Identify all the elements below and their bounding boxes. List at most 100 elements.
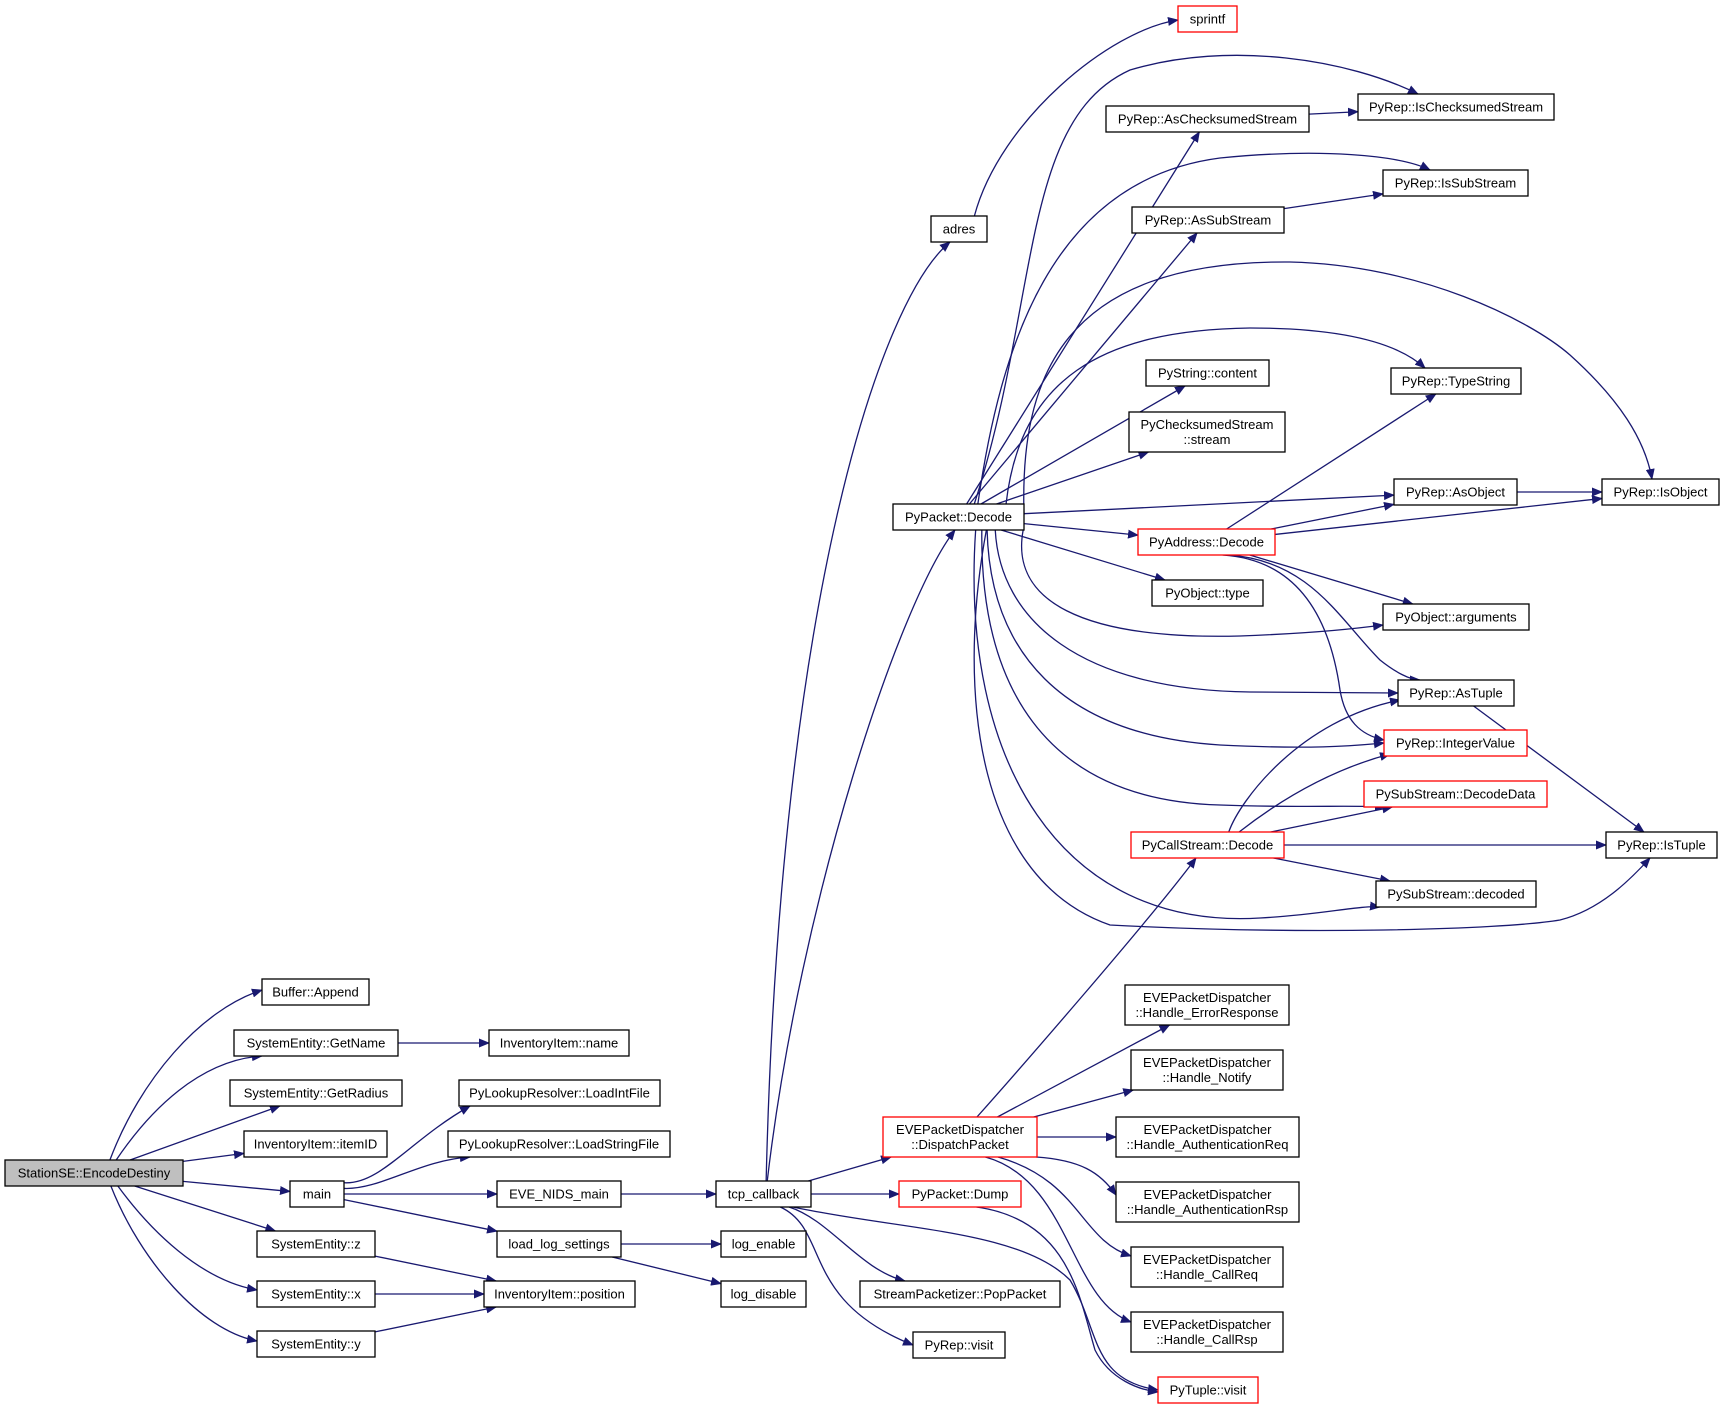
node-box xyxy=(1115,1181,1300,1223)
node-pypacket-dump[interactable]: PyPacket::Dump xyxy=(898,1180,1022,1208)
edge-encode_destiny-to-sysent_z xyxy=(134,1185,277,1233)
node-eve-nids-main[interactable]: EVE_NIDS_main xyxy=(496,1180,622,1208)
edge-adres-to-sprintf xyxy=(973,17,1179,217)
node-handle-authreq[interactable]: EVEPacketDispatcher::Handle_Authenticati… xyxy=(1115,1116,1300,1158)
edge-pypacket_decode-to-substream_decoded xyxy=(973,529,1381,920)
node-label: EVEPacketDispatcher xyxy=(1143,1317,1272,1332)
node-handle-authrsp[interactable]: EVEPacketDispatcher::Handle_Authenticati… xyxy=(1115,1181,1300,1223)
node-handle-callrsp[interactable]: EVEPacketDispatcher::Handle_CallRsp xyxy=(1130,1311,1284,1353)
node-pytuple-visit[interactable]: PyTuple::visit xyxy=(1157,1376,1259,1404)
node-invitem-itemid[interactable]: InventoryItem::itemID xyxy=(243,1130,388,1158)
node-log-enable[interactable]: log_enable xyxy=(720,1230,807,1258)
edge-dispatch_packet-to-handle_authrsp xyxy=(1036,1156,1117,1196)
node-pypacket-decode[interactable]: PyPacket::Decode xyxy=(892,503,1025,531)
node-as-checksumed-stream[interactable]: PyRep::AsChecksumedStream xyxy=(1105,105,1310,133)
node-lookup-loadintfile[interactable]: PyLookupResolver::LoadIntFile xyxy=(458,1079,661,1107)
node-box xyxy=(892,503,1025,531)
edge-pypacket_decode-to-checksumed_stream xyxy=(996,450,1150,505)
node-is-tuple[interactable]: PyRep::IsTuple xyxy=(1605,831,1718,859)
edge-encode_destiny-to-buffer_append xyxy=(109,988,263,1161)
node-tcp-callback[interactable]: tcp_callback xyxy=(715,1180,812,1208)
edge-tcp_callback-to-pytuple_visit xyxy=(792,1206,1159,1393)
node-label: PyLookupResolver::LoadIntFile xyxy=(469,1086,650,1101)
node-box xyxy=(261,978,370,1006)
edge-pypacket_decode-to-as_tuple xyxy=(994,529,1399,698)
node-pyrep-visit[interactable]: PyRep::visit xyxy=(912,1331,1006,1359)
node-checksumed-stream[interactable]: PyChecksumedStream::stream xyxy=(1128,411,1286,453)
node-label: SystemEntity::y xyxy=(271,1337,361,1352)
node-label: load_log_settings xyxy=(508,1237,610,1252)
node-label: PyCallStream::Decode xyxy=(1142,838,1274,853)
node-label: main xyxy=(303,1187,331,1202)
edge-pypacket_decode-to-type_string xyxy=(1005,327,1426,505)
node-sysent-z[interactable]: SystemEntity::z xyxy=(256,1230,376,1258)
node-label: sprintf xyxy=(1190,12,1226,27)
edge-pyaddress_decode-to-pyobject_arguments xyxy=(1249,554,1414,606)
node-is-checksumed-stream[interactable]: PyRep::IsChecksumedStream xyxy=(1357,93,1555,121)
node-label: ::Handle_AuthenticationReq xyxy=(1127,1137,1289,1152)
edge-pypacket_decode-to-as_sub_stream xyxy=(968,232,1198,505)
node-label: PyTuple::visit xyxy=(1170,1383,1247,1398)
node-adres[interactable]: adres xyxy=(930,215,988,243)
node-sysent-getname[interactable]: SystemEntity::GetName xyxy=(233,1029,399,1057)
node-dispatch-packet[interactable]: EVEPacketDispatcher::DispatchPacket xyxy=(882,1116,1038,1158)
node-type-string[interactable]: PyRep::TypeString xyxy=(1390,367,1522,395)
node-integer-value[interactable]: PyRep::IntegerValue xyxy=(1383,729,1528,757)
edge-pyaddress_decode-to-as_tuple xyxy=(1227,554,1421,685)
node-sysent-x[interactable]: SystemEntity::x xyxy=(256,1280,376,1308)
node-lookup-loadstringfile[interactable]: PyLookupResolver::LoadStringFile xyxy=(447,1130,671,1158)
node-label: log_enable xyxy=(732,1237,796,1252)
node-as-sub-stream[interactable]: PyRep::AsSubStream xyxy=(1131,206,1285,234)
node-handle-callreq[interactable]: EVEPacketDispatcher::Handle_CallReq xyxy=(1130,1246,1284,1288)
node-label: PyRep::IsSubStream xyxy=(1395,176,1516,191)
node-pyobject-type[interactable]: PyObject::type xyxy=(1151,579,1264,607)
node-buffer-append[interactable]: Buffer::Append xyxy=(261,978,370,1006)
node-box xyxy=(720,1280,807,1308)
edge-as_checksumed_stream-to-is_checksumed_stream xyxy=(1308,107,1359,117)
node-handle-notify[interactable]: EVEPacketDispatcher::Handle_Notify xyxy=(1130,1049,1284,1091)
node-pyaddress-decode[interactable]: PyAddress::Decode xyxy=(1137,528,1276,556)
node-sysent-getradius[interactable]: SystemEntity::GetRadius xyxy=(229,1079,403,1107)
node-box xyxy=(1397,679,1515,707)
node-label: ::Handle_Notify xyxy=(1163,1070,1252,1085)
node-invitem-name[interactable]: InventoryItem::name xyxy=(488,1029,630,1057)
node-encode-destiny[interactable]: StationSE::EncodeDestiny xyxy=(4,1159,184,1187)
edge-tcp_callback-to-dispatch_packet xyxy=(808,1155,893,1182)
node-box xyxy=(488,1029,630,1057)
edge-main-to-lookup_loadstringfile xyxy=(343,1153,471,1190)
node-callstream-decode[interactable]: PyCallStream::Decode xyxy=(1130,831,1285,859)
node-box xyxy=(1382,169,1529,197)
node-as-object[interactable]: PyRep::AsObject xyxy=(1393,478,1518,506)
edge-encode_destiny-to-sysent_getradius xyxy=(129,1105,281,1161)
node-box xyxy=(1177,5,1238,33)
node-invitem-position[interactable]: InventoryItem::position xyxy=(483,1280,636,1308)
node-label: PyRep::AsChecksumedStream xyxy=(1118,112,1297,127)
node-pyobject-arguments[interactable]: PyObject::arguments xyxy=(1382,603,1530,631)
node-main[interactable]: main xyxy=(289,1180,345,1208)
edge-as_sub_stream-to-is_sub_stream xyxy=(1283,190,1384,210)
node-is-sub-stream[interactable]: PyRep::IsSubStream xyxy=(1382,169,1529,197)
edge-encode_destiny-to-sysent_x xyxy=(117,1185,258,1293)
node-poppacket[interactable]: StreamPacketizer::PopPacket xyxy=(859,1280,1061,1308)
node-load-log-settings[interactable]: load_log_settings xyxy=(496,1230,622,1258)
node-is-object[interactable]: PyRep::IsObject xyxy=(1601,478,1720,506)
node-log-disable[interactable]: log_disable xyxy=(720,1280,807,1308)
node-substream-decodedata[interactable]: PySubStream::DecodeData xyxy=(1363,780,1548,808)
edge-pypacket_decode-to-as_object xyxy=(1023,491,1395,515)
edge-tcp_callback-to-poppacket xyxy=(788,1206,906,1283)
edge-tcp_callback-to-adres xyxy=(765,241,951,1182)
node-pystring-content[interactable]: PyString::content xyxy=(1145,359,1270,387)
node-label: EVEPacketDispatcher xyxy=(1144,1122,1273,1137)
node-label: ::Handle_CallRsp xyxy=(1156,1332,1257,1347)
node-sysent-y[interactable]: SystemEntity::y xyxy=(256,1330,376,1358)
node-label: PyRep::AsTuple xyxy=(1409,686,1502,701)
node-box xyxy=(1375,880,1537,908)
node-label: PyRep::IsTuple xyxy=(1617,838,1705,853)
node-box xyxy=(1382,603,1530,631)
node-handle-errorresponse[interactable]: EVEPacketDispatcher::Handle_ErrorRespons… xyxy=(1124,984,1290,1026)
node-as-tuple[interactable]: PyRep::AsTuple xyxy=(1397,679,1515,707)
node-substream-decoded[interactable]: PySubStream::decoded xyxy=(1375,880,1537,908)
node-sprintf[interactable]: sprintf xyxy=(1177,5,1238,33)
node-box xyxy=(912,1331,1006,1359)
